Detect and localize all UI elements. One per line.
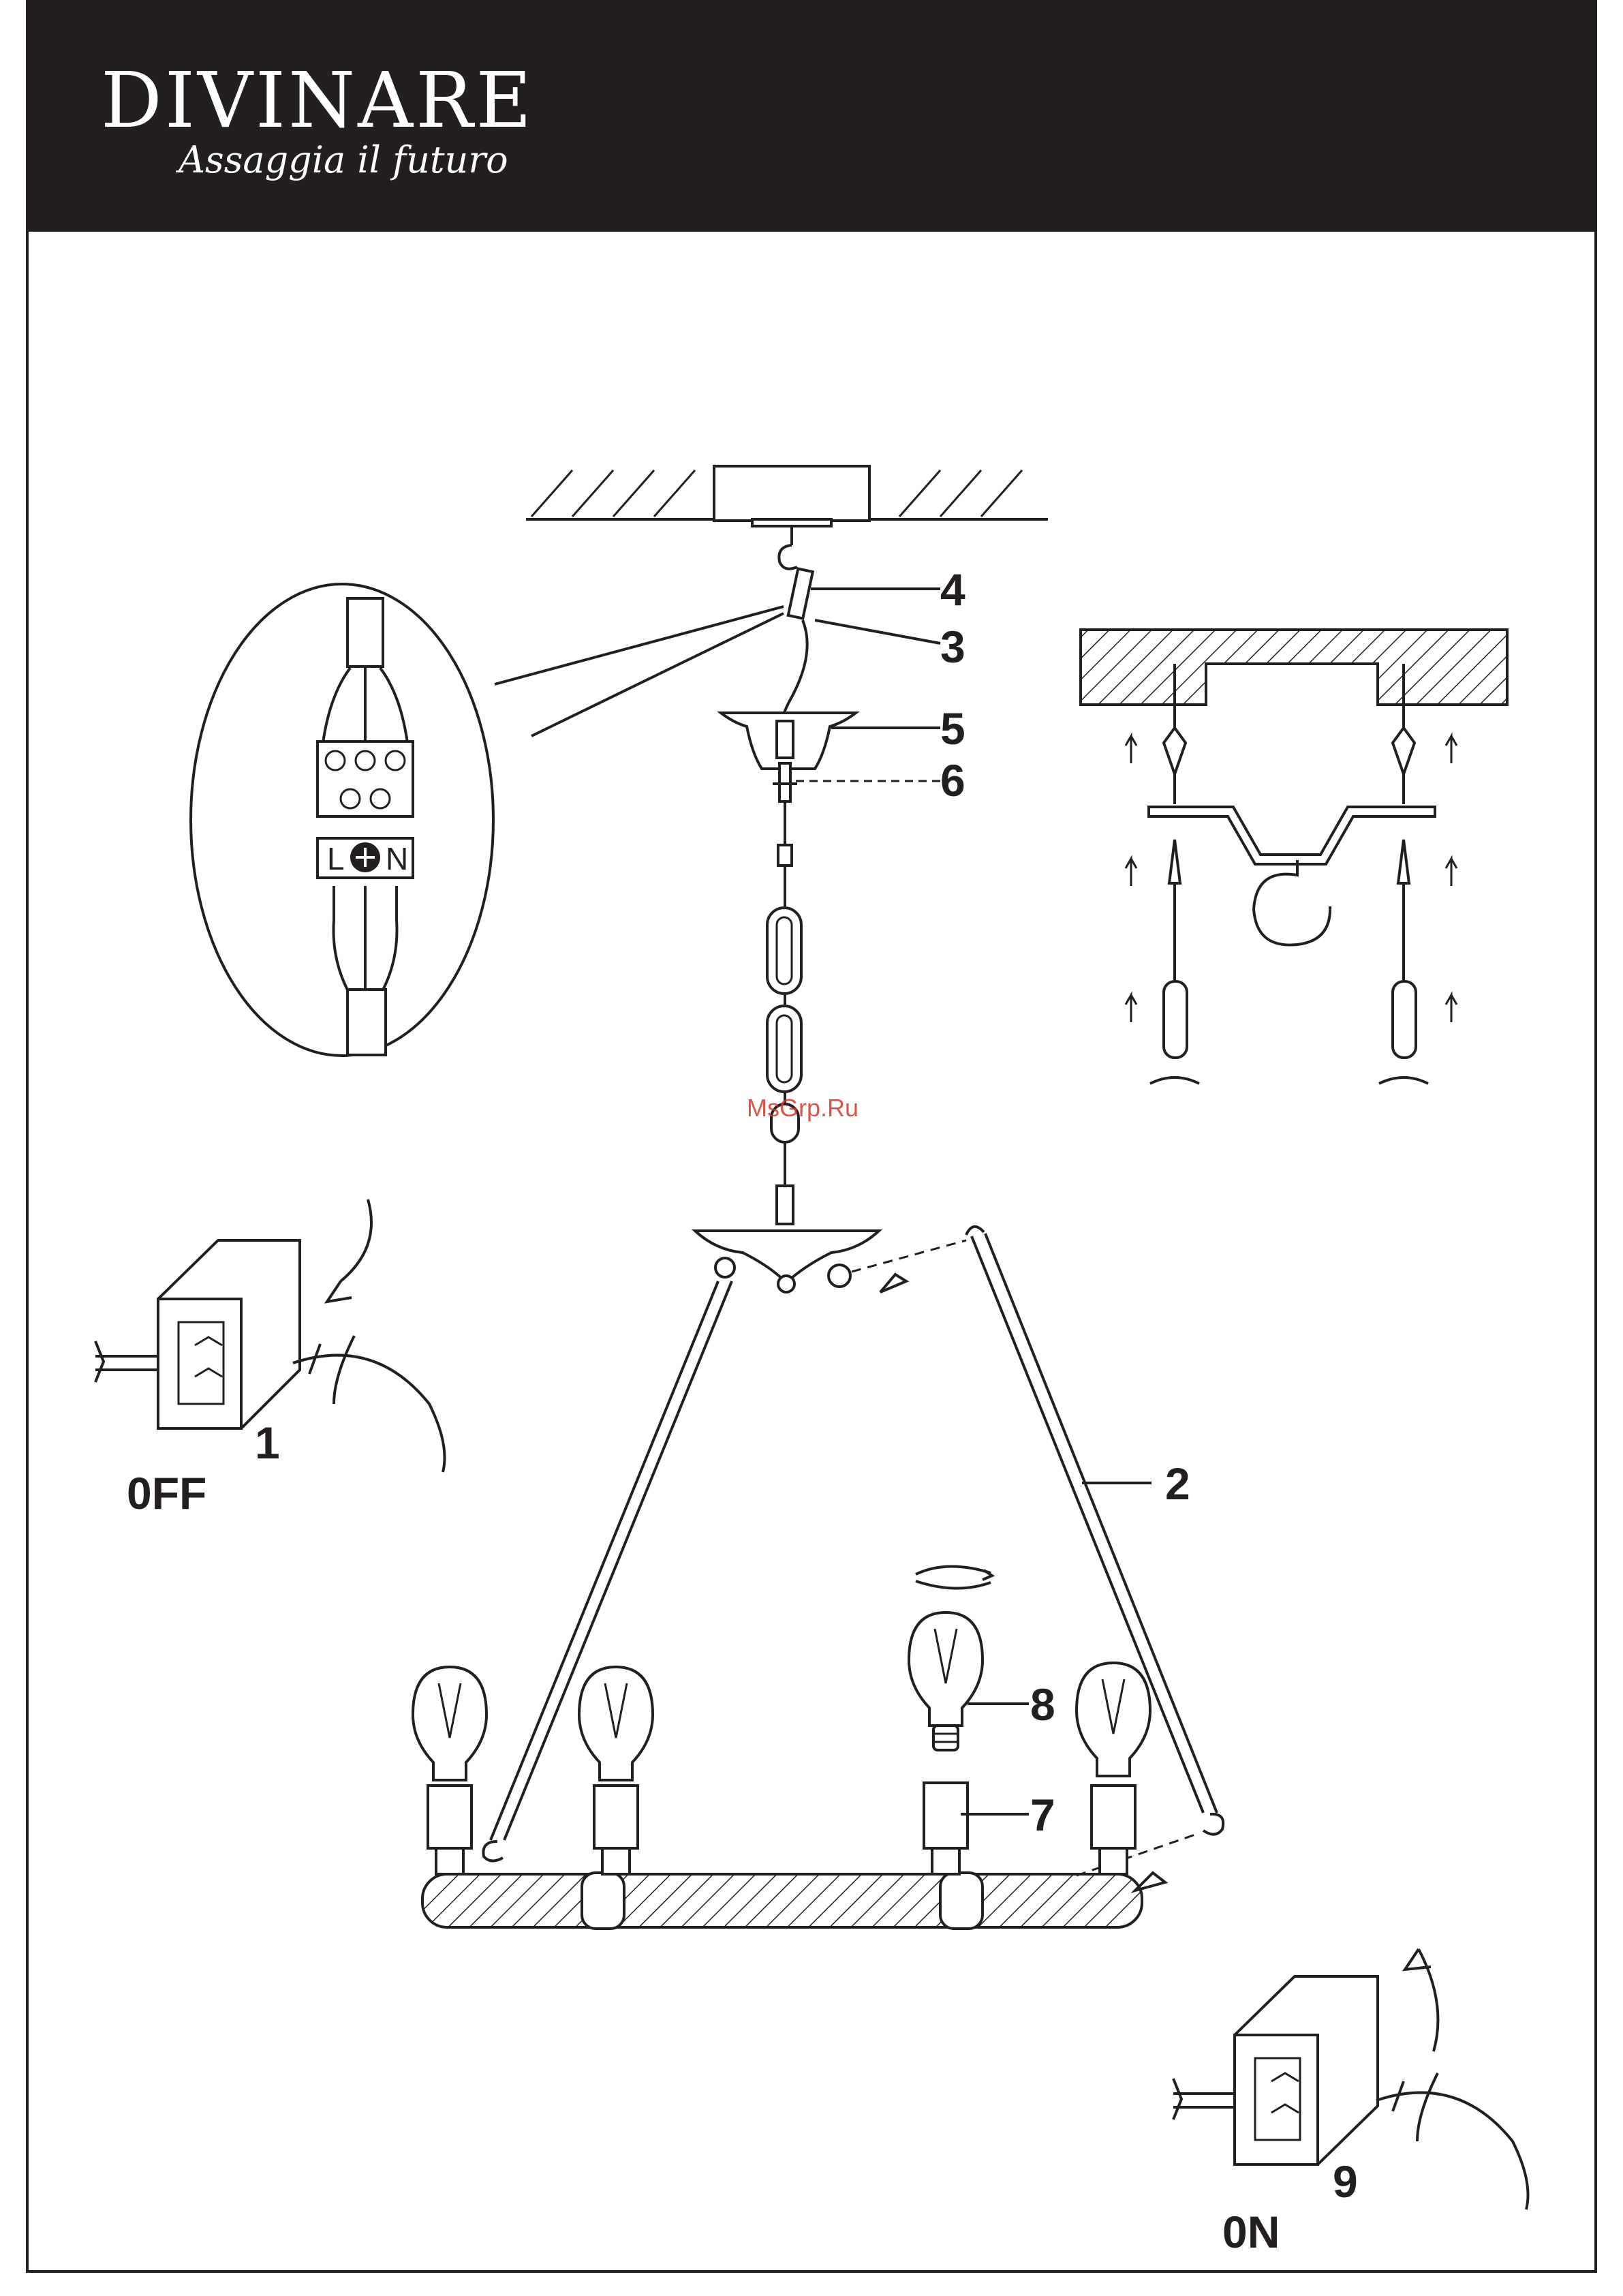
socket-left-1 <box>413 1667 486 1874</box>
switch-on-label: 0N <box>1222 2207 1280 2257</box>
terminal-l: L <box>327 841 345 876</box>
socket-right-1 <box>924 1783 968 1874</box>
chain <box>767 801 801 1224</box>
callout-9: 9 <box>1333 2156 1358 2207</box>
callout-3: 3 <box>940 622 965 672</box>
support-rods <box>483 1234 1223 1876</box>
bulb <box>909 1566 992 1750</box>
switch-off-label: 0FF <box>127 1468 206 1518</box>
callout-7: 7 <box>1030 1790 1055 1840</box>
lamp-bar <box>422 1873 1142 1929</box>
callout-1: 1 <box>255 1418 280 1468</box>
socket-left-2 <box>579 1667 653 1874</box>
callout-4: 4 <box>940 564 965 615</box>
callout-2: 2 <box>1165 1458 1190 1509</box>
terminal-n: N <box>386 841 408 876</box>
lower-hub <box>695 1227 984 1292</box>
watermark: MsGrp.Ru <box>747 1094 859 1122</box>
hanging-hook <box>779 526 812 743</box>
ceiling <box>526 466 1048 526</box>
callout-6: 6 <box>940 755 965 806</box>
wiring-inset: L N <box>191 584 784 1056</box>
socket-right-2 <box>1077 1663 1150 1874</box>
callout-5: 5 <box>940 703 965 754</box>
callout-8: 8 <box>1030 1679 1055 1730</box>
canopy <box>721 713 856 801</box>
mounting-bracket-inset <box>1081 630 1507 1084</box>
